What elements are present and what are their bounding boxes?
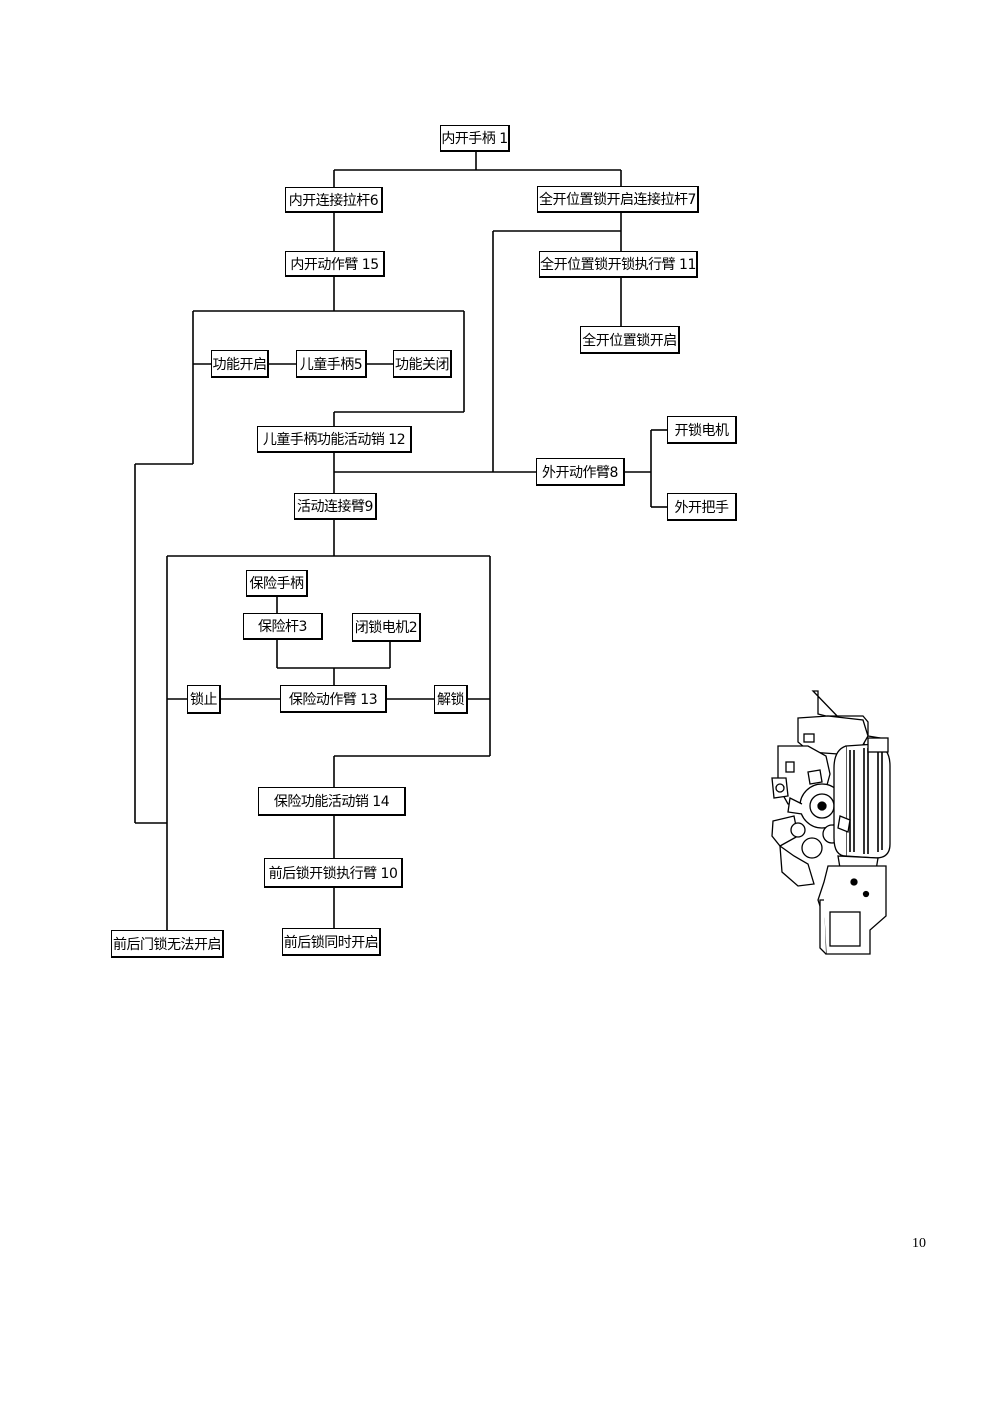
- node-inner-handle: 内开手柄 1: [440, 125, 510, 152]
- node-safety-lever: 保险杆3: [243, 613, 323, 640]
- node-full-open-actuator-arm: 全开位置锁开锁执行臂 11: [539, 251, 698, 278]
- node-child-handle: 儿童手柄5: [296, 350, 367, 378]
- node-outer-action-arm: 外开动作臂8: [536, 458, 625, 486]
- node-inner-link-rod: 内开连接拉杆6: [285, 187, 383, 213]
- node-safety-pin: 保险功能活动销 14: [258, 787, 406, 816]
- node-full-open-link-rod: 全开位置锁开启连接拉杆7: [537, 186, 699, 213]
- node-release: 解锁: [434, 685, 468, 714]
- node-safety-action-arm: 保险动作臂 13: [280, 685, 387, 713]
- node-lock-motor: 闭锁电机2: [352, 613, 421, 642]
- node-child-pin: 儿童手柄功能活动销 12: [257, 426, 412, 453]
- node-front-rear-simultaneous: 前后锁同时开启: [282, 928, 381, 956]
- node-front-rear-actuator-arm: 前后锁开锁执行臂 10: [264, 858, 403, 888]
- node-inner-action-arm: 内开动作臂 15: [285, 251, 385, 277]
- node-front-rear-unopenable: 前后门锁无法开启: [111, 930, 224, 958]
- node-unlock-motor: 开锁电机: [667, 416, 737, 444]
- node-full-open-lock-open: 全开位置锁开启: [580, 326, 680, 354]
- node-outer-handle: 外开把手: [667, 493, 737, 521]
- node-function-close: 功能关闭: [393, 350, 452, 378]
- page-number: 10: [912, 1236, 926, 1251]
- door-lock-mechanism-illustration: [771, 690, 891, 955]
- node-function-open: 功能开启: [211, 350, 269, 378]
- node-lock-stop: 锁止: [187, 685, 221, 714]
- node-moving-link-arm: 活动连接臂9: [294, 493, 377, 520]
- node-safety-handle: 保险手柄: [246, 570, 308, 597]
